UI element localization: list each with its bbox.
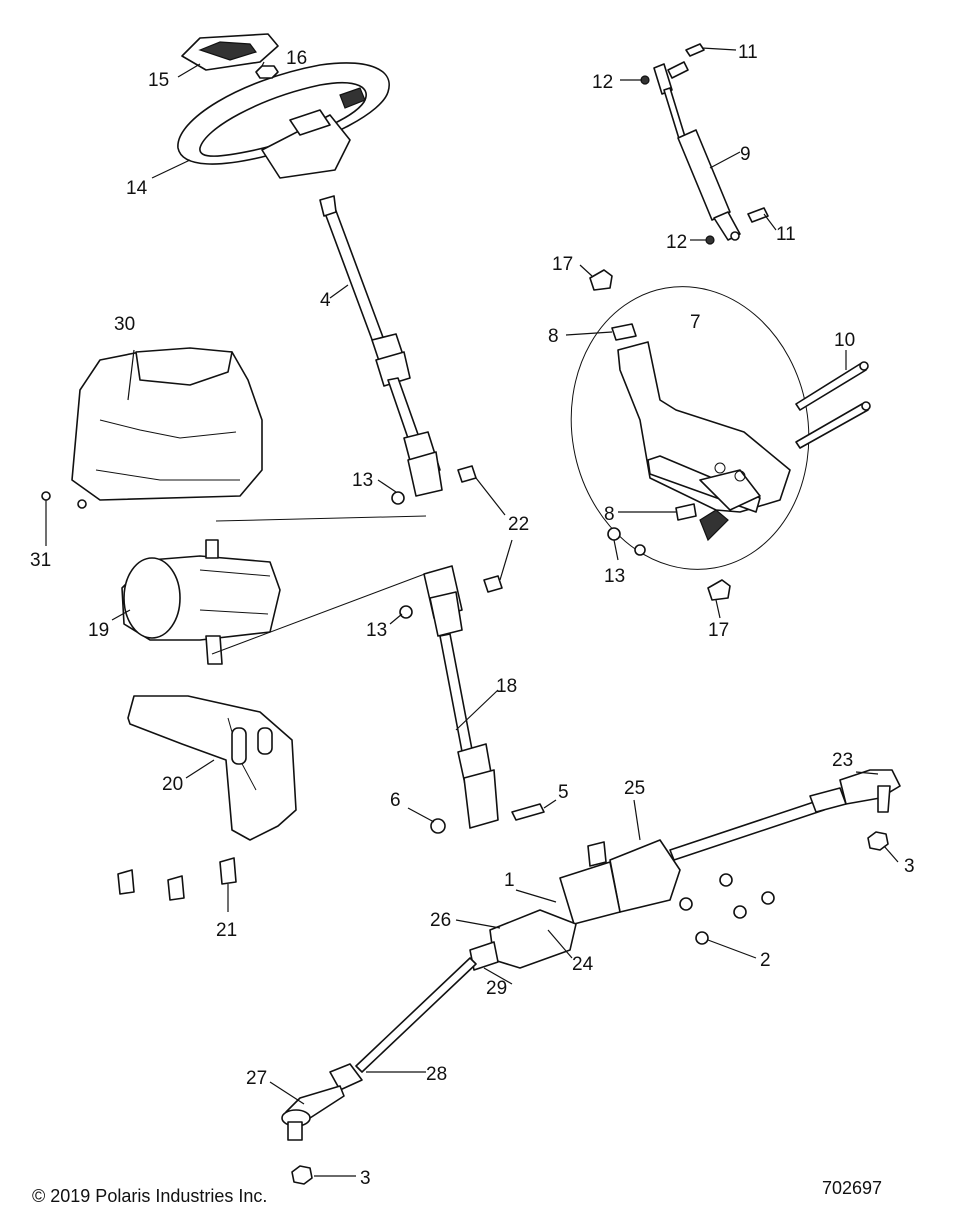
callout-28: 28 [426, 1064, 447, 1085]
callout-26: 26 [430, 910, 451, 931]
callout-4: 4 [320, 290, 331, 311]
bolts-21 [117, 857, 237, 901]
bushing-8-upper [611, 323, 637, 341]
nuts-2 [679, 873, 775, 945]
callout-13-upper: 13 [352, 470, 373, 491]
nut-6 [430, 818, 446, 834]
callout-31: 31 [30, 550, 51, 571]
callout-12-lower: 12 [666, 232, 687, 253]
callout-19: 19 [88, 620, 109, 641]
nut-3-left [291, 1165, 313, 1185]
callout-12-upper: 12 [592, 72, 613, 93]
callout-3-right: 3 [904, 856, 915, 877]
guide-line-upper [215, 515, 427, 522]
nut-12-upper [640, 75, 650, 85]
bolt-11-upper [667, 43, 705, 79]
callout-21: 21 [216, 920, 237, 941]
callout-20: 20 [162, 774, 183, 795]
callout-2: 2 [760, 950, 771, 971]
bushing-17-upper [589, 269, 613, 291]
callout-10: 10 [834, 330, 855, 351]
callout-11-upper: 11 [738, 42, 758, 63]
steering-cover [71, 347, 263, 501]
callout-18: 18 [496, 676, 517, 697]
callout-6: 6 [390, 790, 401, 811]
drawing-number: 702697 [822, 1178, 883, 1198]
nut-13-bracket [607, 527, 646, 556]
callout-22: 22 [508, 514, 529, 535]
nut-13-upper [391, 491, 405, 505]
callout-5: 5 [558, 782, 569, 803]
mounting-bracket [127, 695, 297, 841]
callout-13-middle: 13 [366, 620, 387, 641]
callout-9: 9 [740, 144, 751, 165]
callout-15: 15 [148, 70, 169, 91]
callout-11-lower: 11 [776, 224, 796, 245]
upper-steering-shaft [319, 195, 443, 497]
callout-8-upper: 8 [548, 326, 559, 347]
nut-13-middle [399, 605, 413, 619]
tilt-gas-spring [653, 63, 741, 241]
callout-14: 14 [126, 178, 148, 199]
callout-17-upper: 17 [552, 254, 573, 275]
bushing-8-lower [675, 503, 697, 521]
callout-7: 7 [690, 312, 701, 333]
tilt-bracket-assembly [570, 286, 810, 570]
callout-29: 29 [486, 978, 507, 999]
nut-12-lower [705, 235, 715, 245]
callout-23: 23 [832, 750, 853, 771]
callout-27: 27 [246, 1068, 267, 1089]
screw-31 [41, 491, 87, 509]
callout-24: 24 [572, 954, 594, 975]
steering-wheel-cap [181, 33, 279, 71]
guide-line-lower [211, 571, 431, 655]
callout-17-lower: 17 [708, 620, 729, 641]
leader-lines [45, 47, 899, 1177]
callout-8-lower: 8 [604, 504, 615, 525]
steering-rack [281, 769, 901, 1141]
bolt-11-lower [747, 207, 769, 223]
power-steering-unit [121, 539, 281, 665]
callout-1: 1 [504, 870, 515, 891]
callout-13-right: 13 [604, 566, 625, 587]
callout-labels: 15 16 14 4 11 12 12 9 11 17 7 8 10 30 13… [30, 42, 915, 1189]
copyright-notice: © 2019 Polaris Industries Inc. [32, 1186, 268, 1206]
callout-25: 25 [624, 778, 645, 799]
bushing-17-lower [707, 579, 731, 601]
callout-30: 30 [114, 314, 135, 335]
bolt-10-pair [795, 361, 871, 449]
bolt-5 [511, 803, 545, 821]
steering-wheel-nut [255, 65, 279, 79]
nut-3-right [867, 831, 889, 851]
steering-wheel [177, 62, 390, 179]
callout-3-left: 3 [360, 1168, 371, 1189]
callout-16: 16 [286, 48, 307, 69]
bolts-22 [457, 465, 503, 593]
lower-steering-shaft [423, 565, 499, 829]
